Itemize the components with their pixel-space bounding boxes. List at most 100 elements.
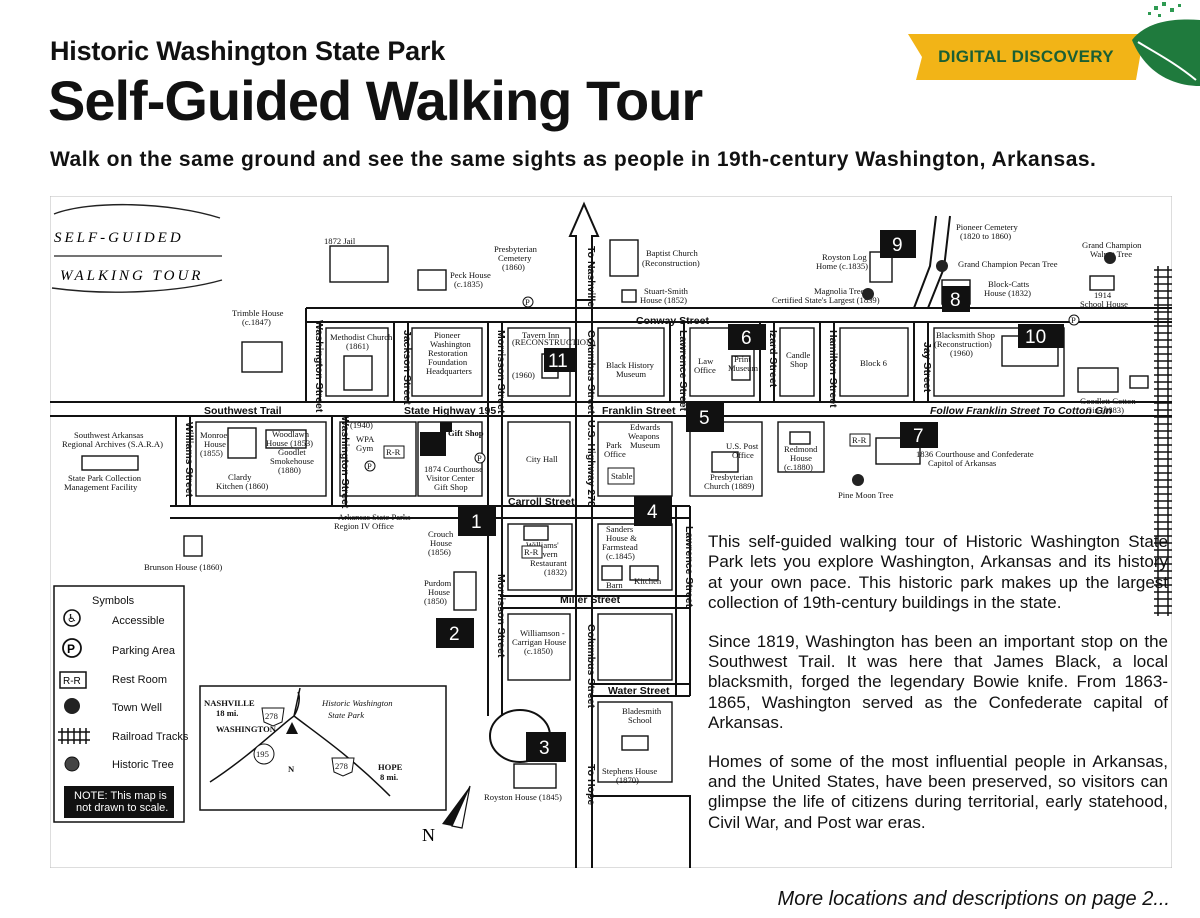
- svg-text:(RECONSTRUCTION): (RECONSTRUCTION): [512, 337, 595, 347]
- svg-text:Crouch: Crouch: [428, 529, 454, 539]
- svg-text:Block-Catts: Block-Catts: [988, 279, 1030, 289]
- tour-stop-9[interactable]: 9: [880, 230, 916, 258]
- svg-text:(1880): (1880): [278, 465, 301, 475]
- svg-text:Stephens House: Stephens House: [602, 766, 657, 776]
- svg-text:Grand Champion: Grand Champion: [1082, 240, 1142, 250]
- tour-stop-11[interactable]: 11: [544, 348, 576, 372]
- goodlet-smokehouse-label: Goodlet Smokehouse (1880): [270, 447, 314, 475]
- svg-text:Stuart-Smith: Stuart-Smith: [644, 286, 689, 296]
- street-morrisson: Morrisson Street: [495, 330, 507, 414]
- svg-text:R-R: R-R: [524, 547, 539, 557]
- svg-text:Baptist Church: Baptist Church: [646, 248, 699, 258]
- svg-text:House (1853): House (1853): [266, 438, 313, 448]
- svg-text:Candle: Candle: [786, 350, 811, 360]
- svg-text:Park: Park: [606, 440, 622, 450]
- svg-text:P: P: [367, 461, 372, 471]
- tour-stop-2[interactable]: 2: [436, 618, 474, 648]
- svg-text:195: 195: [256, 749, 269, 759]
- svg-text:Pioneer Cemetery: Pioneer Cemetery: [956, 222, 1019, 232]
- svg-text:(1860): (1860): [502, 262, 525, 272]
- svg-text:House (1832): House (1832): [984, 288, 1031, 298]
- svg-text:1874 Courthouse: 1874 Courthouse: [424, 464, 483, 474]
- svg-text:1914: 1914: [1094, 290, 1112, 300]
- svg-text:(1855): (1855): [200, 448, 223, 458]
- svg-text:R-R: R-R: [386, 447, 401, 457]
- svg-text:Redmond: Redmond: [784, 444, 818, 454]
- svg-text:R-R: R-R: [63, 676, 81, 687]
- svg-text:Woodlawn: Woodlawn: [272, 429, 310, 439]
- town-well-icon: [64, 698, 80, 714]
- purdom-house-label: Purdom House (1850): [424, 578, 452, 606]
- accessible-icon: ♿: [63, 609, 81, 627]
- railroad-tracks: [1154, 266, 1172, 616]
- svg-text:Clardy: Clardy: [228, 472, 252, 482]
- svg-text:Office: Office: [604, 449, 626, 459]
- legend-parking: Parking Area: [112, 645, 176, 657]
- brunson-house-label: Brunson House (1860): [144, 562, 222, 572]
- redmond-house-label: Redmond House (c.1880): [784, 444, 818, 472]
- courthouse-1874-label: 1874 Courthouse Visitor Center Gift Shop: [424, 464, 483, 492]
- bladesmith-school-label: Bladesmith School: [622, 706, 662, 725]
- svg-text:Blacksmith Shop: Blacksmith Shop: [936, 330, 995, 340]
- svg-text:(1940): (1940): [350, 420, 373, 430]
- parking-marker: P: [364, 460, 376, 472]
- street-williams: Williams Street: [183, 422, 195, 498]
- regional-office-label: Arkansas State Parks Region IV Office: [334, 512, 411, 531]
- pioneer-cemetery-label: Pioneer Cemetery (1820 to 1860): [956, 222, 1019, 241]
- svg-text:5: 5: [699, 408, 710, 429]
- tour-stop-4[interactable]: 4: [634, 496, 672, 526]
- parking-marker: P: [474, 452, 486, 464]
- pecan-tree-label: Grand Champion Pecan Tree: [958, 259, 1058, 269]
- digital-discovery-banner: DIGITAL DISCOVERY: [908, 34, 1144, 80]
- street-washington: Washington Street: [313, 320, 325, 413]
- tour-stop-3[interactable]: 3: [526, 732, 566, 762]
- svg-text:School House: School House: [1080, 299, 1128, 309]
- tour-stop-7[interactable]: 7: [900, 422, 938, 448]
- svg-text:278: 278: [265, 711, 278, 721]
- tour-stop-6[interactable]: 6: [728, 324, 766, 350]
- svg-text:Purdom: Purdom: [424, 578, 452, 588]
- tour-stop-5[interactable]: 5: [686, 402, 724, 432]
- street-lawrence-south: Lawrence Street: [683, 526, 695, 608]
- washington-marker-icon: [286, 722, 298, 734]
- footer-note[interactable]: More locations and descriptions on page …: [777, 888, 1170, 910]
- svg-text:9: 9: [892, 235, 903, 256]
- description-paragraph: Homes of some of the most influential pe…: [708, 751, 1168, 832]
- cotton-gin-label: Goodlett Cotton Gin (1883): [1080, 396, 1136, 415]
- restroom-marker: R-R: [383, 445, 405, 459]
- logo-line1: SELF-GUIDED: [54, 230, 184, 246]
- svg-text:Gym: Gym: [356, 443, 374, 453]
- note-line1: NOTE: This map is: [74, 790, 167, 802]
- street-washington-south: Washington Street: [339, 416, 351, 509]
- svg-text:♿: ♿: [67, 613, 77, 625]
- tour-stop-8[interactable]: 8: [942, 286, 970, 312]
- svg-text:Gin (1883): Gin (1883): [1086, 405, 1124, 415]
- svg-text:Museum: Museum: [630, 440, 660, 450]
- restroom-icon: R-R: [59, 671, 87, 689]
- stephens-house-label: Stephens House (1870): [602, 766, 657, 785]
- svg-text:Kitchen (1860): Kitchen (1860): [216, 481, 268, 491]
- street-lawrence: Lawrence Street: [677, 330, 689, 412]
- williamson-carrigan-label: Williamson - Carrigan House (c.1850): [512, 628, 566, 656]
- tour-stop-10[interactable]: 10: [1018, 324, 1064, 348]
- banner-label: DIGITAL DISCOVERY: [938, 47, 1114, 66]
- svg-text:(1820 to 1860): (1820 to 1860): [960, 231, 1011, 241]
- svg-text:Office: Office: [732, 450, 754, 460]
- svg-text:(1856): (1856): [428, 547, 451, 557]
- tree-icon: [64, 756, 80, 772]
- inset-north: N: [288, 764, 295, 774]
- note-line2: not drawn to scale.: [76, 802, 168, 814]
- tour-stop-1[interactable]: 1: [458, 506, 496, 536]
- woodlawn-label: Woodlawn House (1853): [266, 429, 313, 448]
- legend-restroom: Rest Room: [112, 674, 167, 686]
- svg-text:6: 6: [741, 328, 752, 349]
- peck-house-label: Peck House (c.1835): [450, 270, 491, 289]
- svg-text:(1832): (1832): [544, 567, 567, 577]
- svg-text:Regional Archives (S.A.R.A): Regional Archives (S.A.R.A): [62, 439, 163, 449]
- svg-text:Williams': Williams': [526, 540, 559, 550]
- pine-moon-label: Pine Moon Tree: [838, 490, 894, 500]
- street-miller: Miller Street: [560, 594, 621, 606]
- street-to-hope: To Hope: [585, 764, 597, 805]
- city-hall-label: City Hall: [526, 454, 558, 464]
- svg-text:(1960): (1960): [512, 370, 535, 380]
